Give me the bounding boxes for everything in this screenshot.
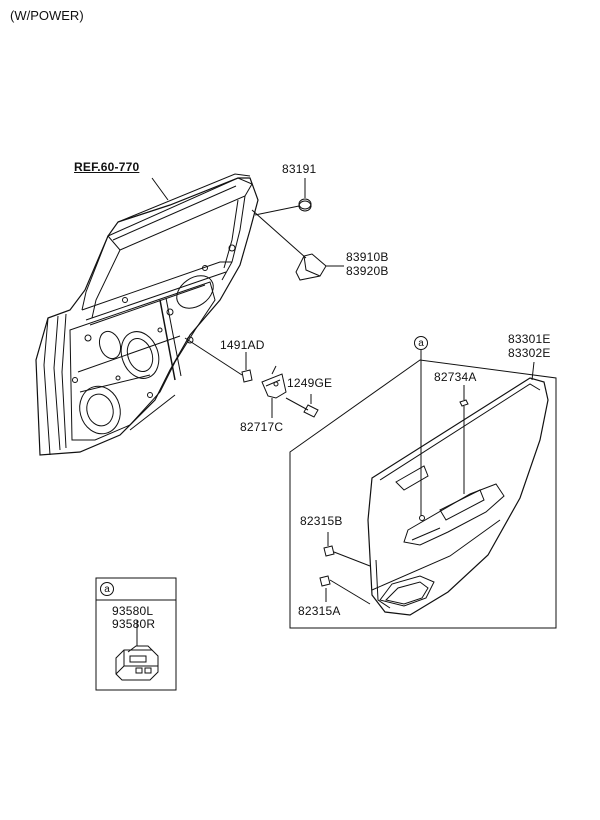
part-1491ad-clip (184, 337, 253, 383)
variant-header: (W/POWER) (10, 8, 84, 23)
label-82315b: 82315B (300, 514, 343, 528)
label-93580l: 93580L (112, 604, 154, 618)
door-frame-assembly (35, 173, 259, 456)
label-93580r: 93580R (112, 617, 156, 631)
part-1249ge-screw (285, 394, 319, 418)
ref-leader (151, 177, 169, 201)
label-82717c: 82717C (240, 420, 284, 434)
trim-panel-detail-box (289, 350, 557, 629)
label-83920b: 83920B (346, 264, 389, 278)
label-1491ad: 1491AD (220, 338, 265, 352)
part-82717c-bracket (261, 365, 287, 418)
label-82734a: 82734A (434, 370, 477, 384)
part-83191-grommet (254, 178, 312, 216)
switch-detail-box (95, 577, 177, 691)
label-1249ge: 1249GE (287, 376, 333, 390)
label-83191: 83191 (282, 162, 317, 176)
label-83910b: 83910B (346, 250, 389, 264)
callout-marker-a: a (414, 336, 428, 350)
part-83910b-cover (251, 209, 344, 281)
label-83302e: 83302E (508, 346, 551, 360)
ref-label: REF.60-770 (74, 160, 140, 174)
label-83301e: 83301E (508, 332, 551, 346)
detail-marker-a: a (100, 582, 114, 596)
label-82315a: 82315A (298, 604, 341, 618)
